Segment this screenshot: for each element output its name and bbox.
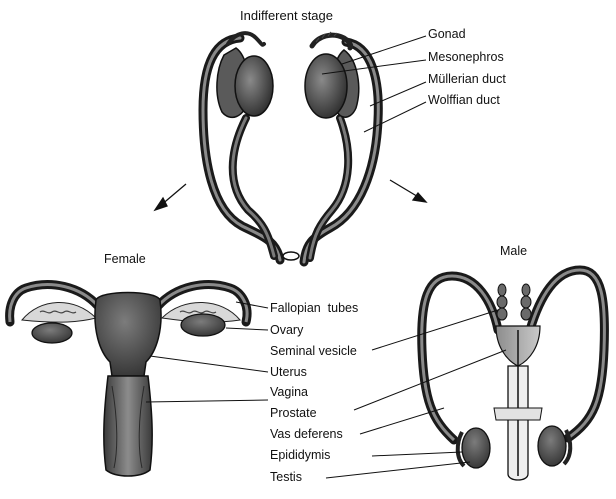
right-gonad: [304, 53, 348, 119]
label-epididymis: Epididymis: [270, 448, 331, 462]
male-right-testis: [537, 425, 567, 467]
label-uterus: Uterus: [270, 365, 307, 379]
label-mesonephros: Mesonephros: [428, 50, 504, 64]
uterus: [94, 291, 162, 377]
direction-arrows: [153, 179, 428, 212]
label-seminal-vesicle: Seminal vesicle: [270, 344, 357, 358]
indifferent-stage-title: Indifferent stage: [240, 8, 333, 23]
female-title: Female: [104, 252, 146, 266]
male-left-testis: [461, 427, 491, 469]
indifferent-stage-drawing: [198, 31, 383, 267]
male-right-epididymis: [562, 429, 573, 466]
label-mullerian-duct: Müllerian duct: [428, 72, 506, 86]
male-drawing: [417, 265, 609, 481]
label-gonad: Gonad: [428, 27, 466, 41]
left-gonad: [234, 55, 274, 117]
label-wolffian-duct: Wolffian duct: [428, 93, 500, 107]
label-prostate: Prostate: [270, 406, 317, 420]
label-vagina: Vagina: [270, 385, 308, 399]
male-title: Male: [500, 244, 528, 258]
female-drawing: [5, 280, 252, 477]
male-leader-lines: [325, 309, 507, 479]
label-testis: Testis: [270, 470, 302, 484]
male-left-epididymis: [455, 431, 466, 468]
vagina: [103, 375, 153, 477]
female-right-ovary: [180, 313, 226, 337]
label-fallopian-tubes: Fallopian tubes: [270, 301, 359, 315]
female-left-ovary: [31, 322, 73, 344]
label-vas-deferens: Vas deferens: [270, 427, 343, 441]
seminal-vesicles: [496, 283, 532, 321]
female-leader-lines: [145, 301, 269, 403]
indifferent-leader-lines: [321, 35, 427, 133]
label-ovary: Ovary: [270, 323, 304, 337]
